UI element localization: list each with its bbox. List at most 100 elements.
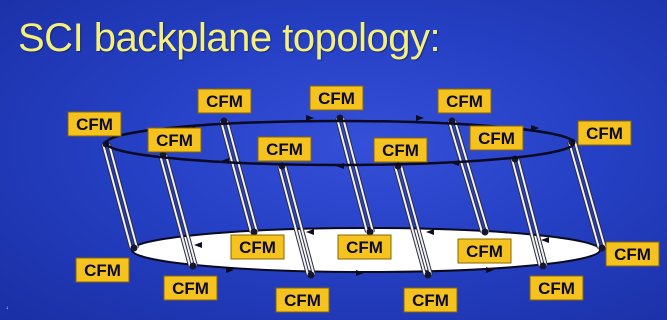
cfm-node-label: CFM	[346, 238, 383, 257]
cfm-node-label: CFM	[412, 291, 449, 310]
cfm-node-label: CFM	[206, 92, 243, 111]
cfm-node-top: CFM	[577, 120, 632, 146]
cfm-node-top: CFM	[197, 88, 252, 114]
vertical-link	[454, 120, 489, 233]
direction-arrow	[416, 115, 424, 121]
link-endpoint	[307, 271, 315, 279]
cfm-node-label: CFM	[538, 279, 575, 298]
cfm-nodes: CFM CFM CFM CFM CFM CFM CFM CFM CFM CFM CFM CFM CFM C…	[67, 85, 660, 313]
direction-arrow	[451, 160, 459, 166]
cfm-node-box	[67, 111, 122, 137]
cfm-node-label: CFM	[466, 242, 503, 261]
cfm-node-label: CFM	[239, 238, 276, 257]
cfm-node-label: CFM	[156, 131, 193, 150]
cfm-node-top: CFM	[309, 85, 364, 111]
cfm-node-top: CFM	[147, 127, 202, 153]
cfm-node-label: CFM	[586, 124, 623, 143]
cfm-node-box	[605, 241, 660, 267]
link-endpoint	[539, 262, 547, 270]
cfm-node-label: CFM	[172, 279, 209, 298]
cfm-node-box	[275, 287, 330, 313]
cfm-node-box	[403, 287, 458, 313]
link-endpoint	[366, 228, 374, 236]
cfm-node-box	[437, 88, 492, 114]
cfm-node-label: CFM	[266, 140, 303, 159]
vertical-link	[220, 120, 252, 233]
link-endpoint	[336, 114, 344, 122]
cfm-node-top: CFM	[257, 136, 312, 162]
direction-arrow	[306, 229, 314, 235]
cfm-node-box	[197, 88, 252, 114]
vertical-link	[108, 143, 138, 249]
cfm-node-box	[373, 137, 428, 163]
direction-arrow	[486, 267, 494, 273]
vertical-link	[342, 117, 374, 233]
cfm-node-box	[163, 275, 218, 301]
cfm-node-bottom: CFM	[337, 234, 392, 260]
vertical-link	[394, 165, 426, 276]
cfm-node-label: CFM	[76, 115, 113, 134]
slide-title: SCI backplane topology:	[18, 16, 441, 60]
vertical-link	[517, 158, 547, 267]
vertical-link	[400, 165, 432, 276]
direction-arrow	[541, 237, 549, 243]
cfm-node-label: CFM	[284, 291, 321, 310]
vertical-link	[165, 154, 197, 267]
direction-arrow	[306, 115, 314, 121]
corner-mark: ‘	[6, 304, 9, 318]
cfm-node-top: CFM	[67, 111, 122, 137]
vertical-link	[226, 120, 258, 233]
cfm-node-label: CFM	[382, 141, 419, 160]
vertical-link	[284, 165, 315, 276]
cfm-node-bottom: CFM	[275, 287, 330, 313]
cfm-node-box	[257, 136, 312, 162]
link-endpoint	[250, 228, 258, 236]
link-endpoint	[189, 262, 197, 270]
cfm-node-box	[469, 125, 524, 151]
ring-direction-arrows	[192, 115, 549, 276]
cfm-node-bottom: CFM	[163, 275, 218, 301]
cfm-node-top: CFM	[373, 137, 428, 163]
cfm-node-box	[147, 127, 202, 153]
cfm-node-bottom: CFM	[457, 238, 512, 264]
cfm-node-box	[337, 234, 392, 260]
vertical-link	[448, 120, 483, 233]
link-endpoint	[598, 244, 606, 252]
vertical-links	[101, 114, 607, 279]
direction-arrow	[226, 267, 234, 273]
cfm-node-box	[75, 257, 130, 283]
link-endpoint	[481, 228, 489, 236]
cfm-node-box	[230, 234, 285, 260]
cfm-node-bottom: CFM	[75, 257, 130, 283]
direction-arrow	[221, 158, 229, 164]
cfm-node-label: CFM	[84, 261, 121, 280]
vertical-link	[568, 141, 600, 249]
direction-arrow	[356, 270, 364, 276]
cfm-node-top: CFM	[437, 88, 492, 114]
link-endpoint	[424, 271, 432, 279]
cfm-node-bottom: CFM	[230, 234, 285, 260]
vertical-link	[511, 158, 541, 267]
cfm-node-label: CFM	[478, 129, 515, 148]
cfm-node-label: CFM	[614, 245, 651, 264]
cfm-node-box	[457, 238, 512, 264]
vertical-link	[159, 154, 191, 267]
cfm-node-bottom: CFM	[403, 287, 458, 313]
vertical-link	[278, 165, 309, 276]
cfm-node-box	[577, 120, 632, 146]
direction-arrow	[531, 125, 539, 131]
vertical-link	[102, 143, 132, 249]
cfm-node-top: CFM	[469, 125, 524, 151]
cfm-node-box	[309, 85, 364, 111]
cfm-node-bottom: CFM	[529, 275, 584, 301]
cfm-node-label: CFM	[446, 92, 483, 111]
cfm-node-label: CFM	[318, 89, 355, 108]
direction-arrow	[426, 229, 434, 235]
vertical-link	[574, 141, 606, 249]
vertical-link	[336, 117, 368, 233]
direction-arrow	[336, 163, 344, 169]
direction-arrow	[194, 242, 202, 248]
cfm-node-bottom: CFM	[605, 241, 660, 267]
